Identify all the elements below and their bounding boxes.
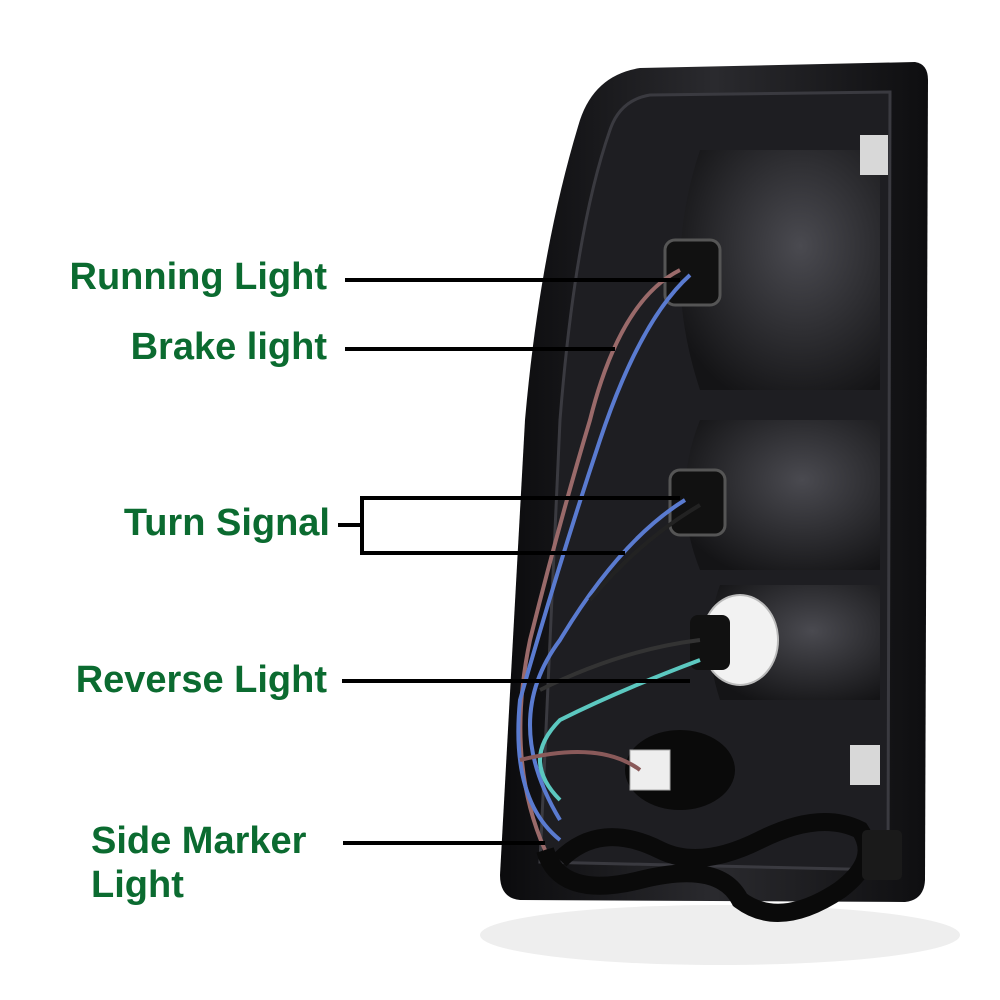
turn-signal-bracket <box>360 496 680 555</box>
reverse-plug <box>690 615 730 670</box>
running-light-label: Running Light <box>69 256 327 298</box>
leader-lines <box>338 278 690 845</box>
side-marker-label: Side Marker Light <box>91 819 306 907</box>
brake-light-label: Brake light <box>130 326 327 368</box>
turn-signal-socket <box>668 468 727 537</box>
turn-signal-label: Turn Signal <box>123 502 330 544</box>
shadow <box>480 905 960 965</box>
running-brake-bowl <box>680 150 880 390</box>
reverse-light-label: Reverse Light <box>75 659 327 701</box>
turn-signal-bowl <box>685 420 880 570</box>
side-marker-socket <box>629 749 671 791</box>
mount-bracket-top <box>860 135 888 175</box>
mount-bracket-bottom <box>850 745 880 785</box>
side-marker-label-line2: Light <box>91 864 184 906</box>
side-marker-label-line1: Side Marker <box>91 820 307 862</box>
connector-plug <box>862 830 902 880</box>
